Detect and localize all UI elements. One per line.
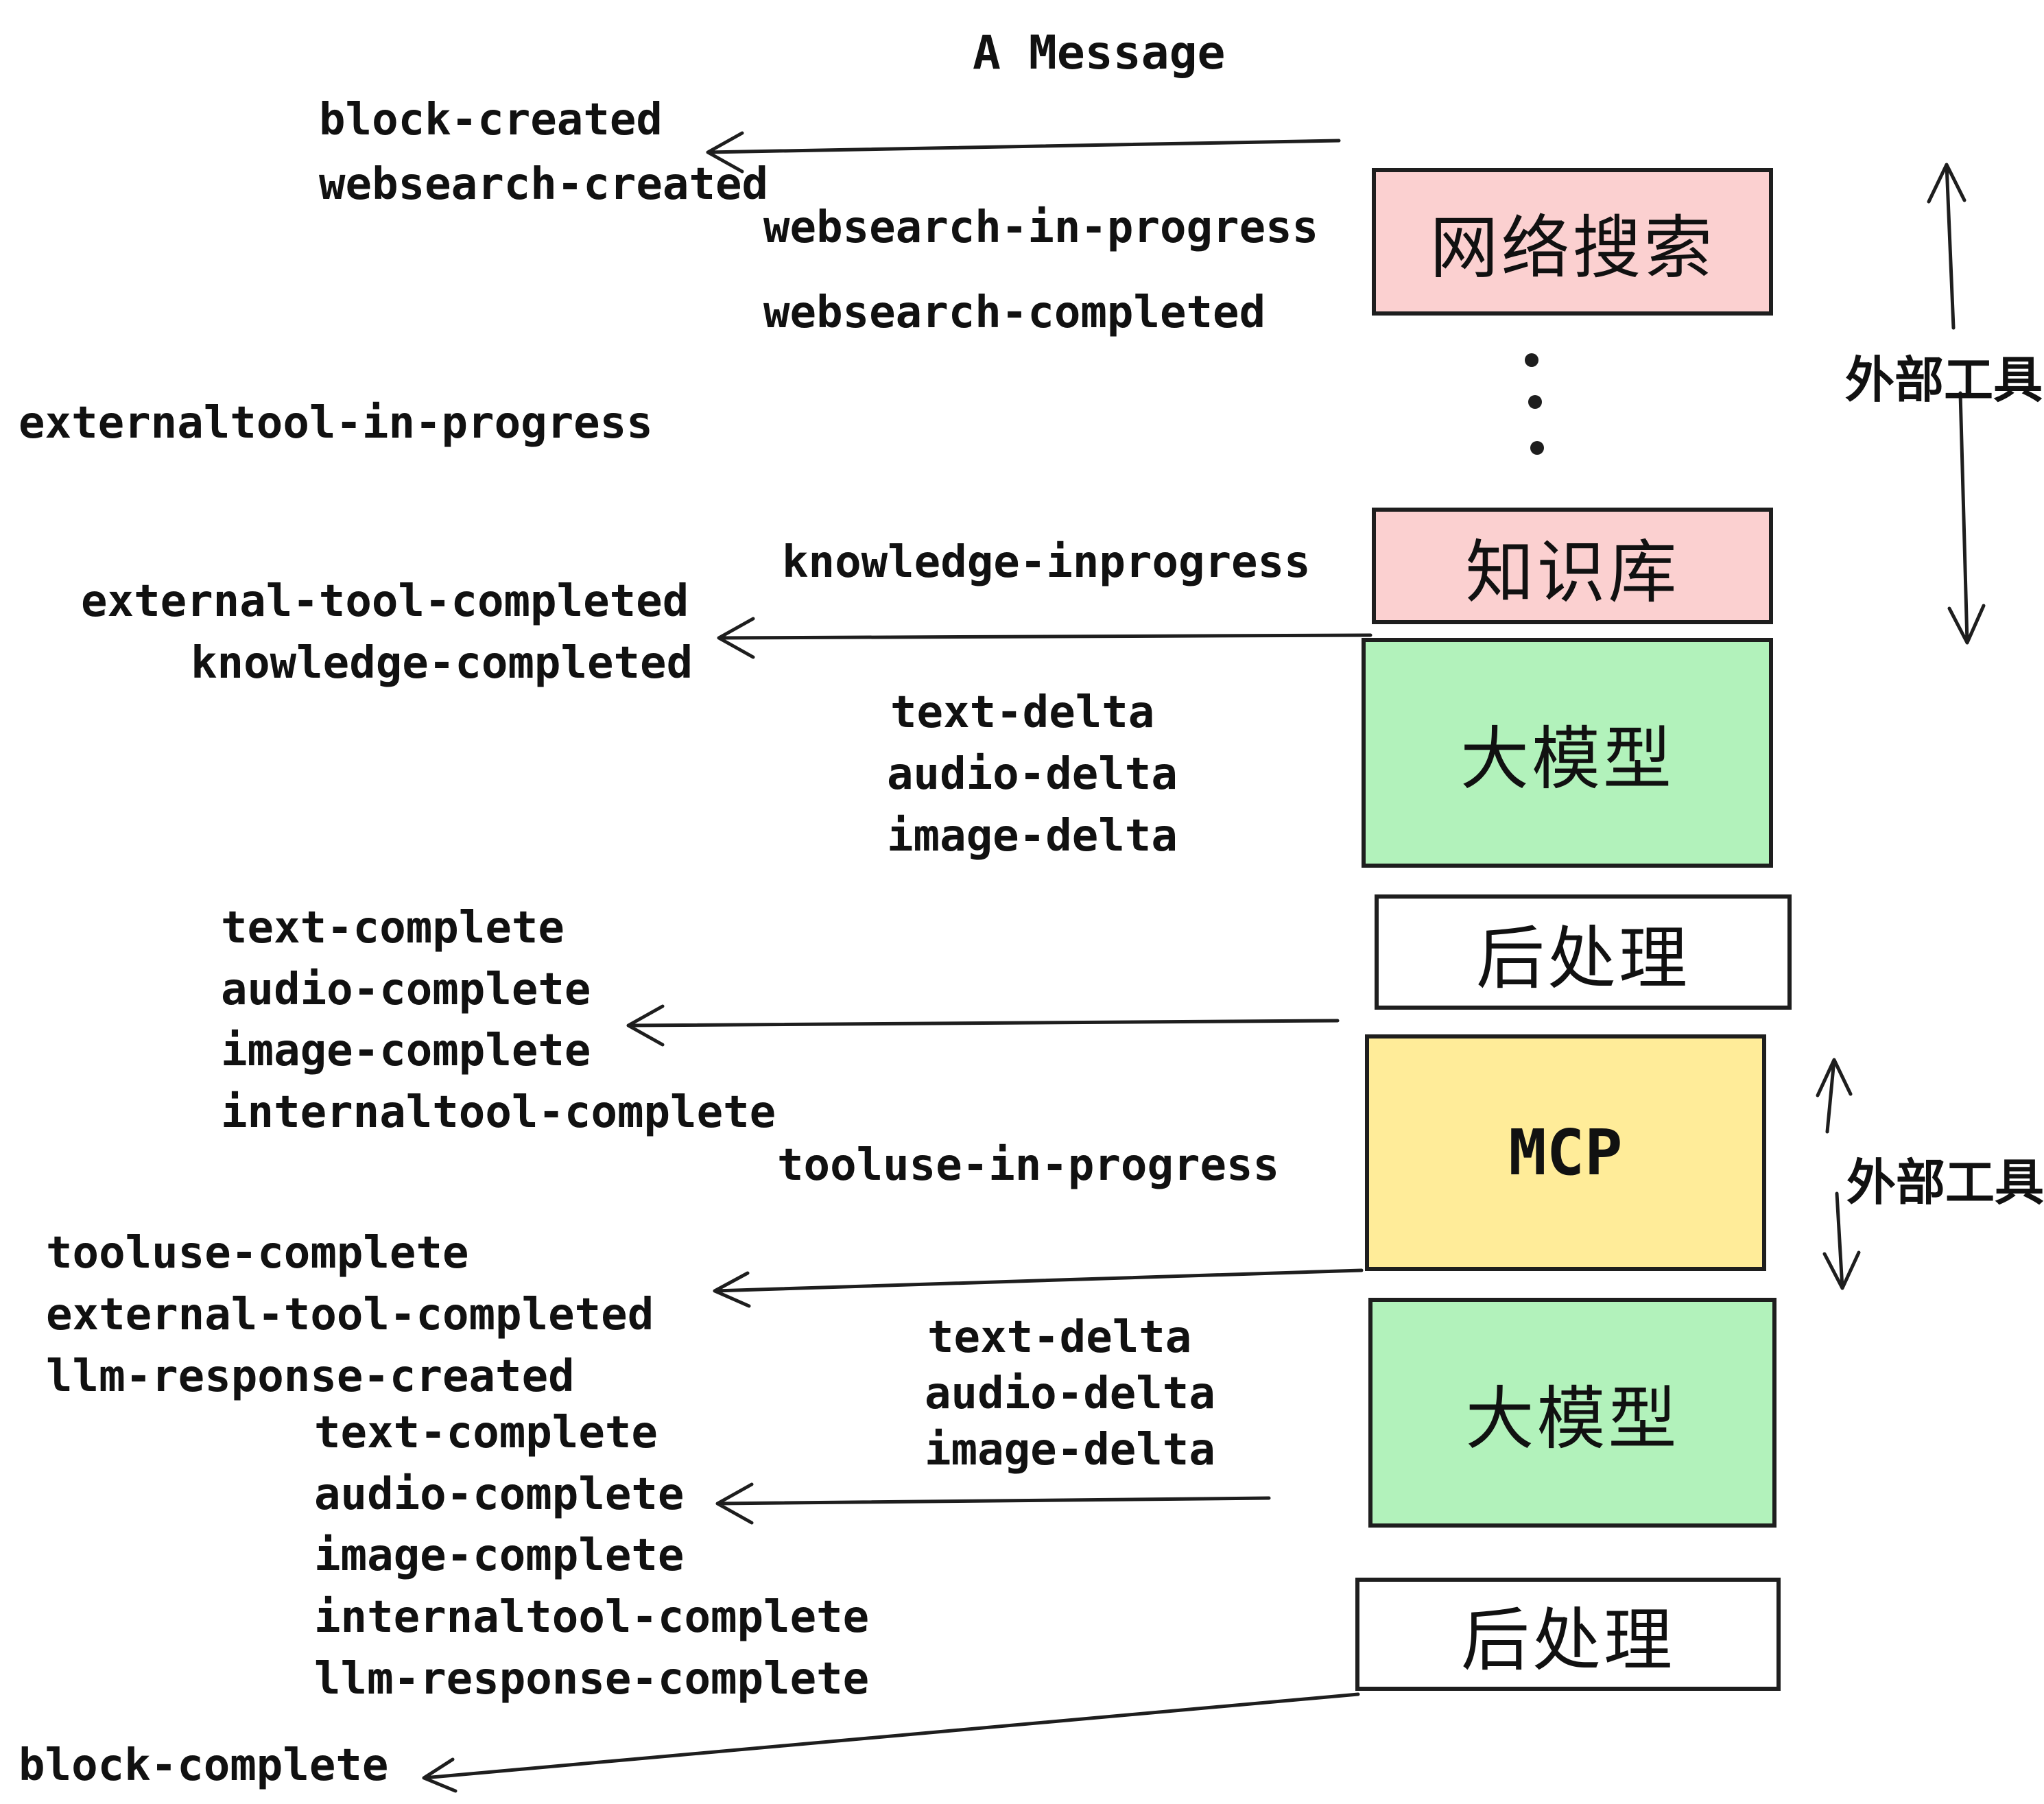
arrow-llm2-to-audio-complete xyxy=(715,1482,1271,1525)
event-knowledge-inprogress: knowledge-inprogress xyxy=(782,537,1311,588)
event-internaltool-complete-2: internaltool-complete xyxy=(314,1592,870,1643)
arrow-post2-to-block-complete xyxy=(422,1692,1360,1793)
arrow-external-tools-top-down xyxy=(1947,391,1986,645)
event-text-complete-1: text-complete xyxy=(221,903,565,953)
box-knowledge: 知识库 xyxy=(1372,508,1773,624)
event-tooluse-complete: tooluse-complete xyxy=(46,1228,469,1279)
event-tooluse-in-progress: tooluse-in-progress xyxy=(777,1140,1280,1191)
box-mcp: MCP xyxy=(1365,1034,1766,1271)
box-knowledge-label: 知识库 xyxy=(1465,532,1680,613)
box-postprocess-2-label: 后处理 xyxy=(1461,1600,1675,1681)
arrow-external-tools-top-up xyxy=(1927,163,1966,330)
event-websearch-in-progress: websearch-in-progress xyxy=(763,202,1319,253)
event-audio-delta-2: audio-delta xyxy=(925,1368,1215,1419)
event-block-complete: block-complete xyxy=(19,1740,389,1791)
box-llm-2: 大模型 xyxy=(1368,1298,1776,1528)
arrow-external-tools-mid-up xyxy=(1816,1058,1853,1134)
box-mcp-label: MCP xyxy=(1508,1116,1623,1189)
event-llm-response-complete: llm-response-complete xyxy=(314,1654,870,1705)
event-knowledge-completed: knowledge-completed xyxy=(191,638,693,689)
box-postprocess-1: 后处理 xyxy=(1375,894,1792,1010)
event-image-complete-1: image-complete xyxy=(221,1025,591,1076)
box-llm-1: 大模型 xyxy=(1362,638,1773,868)
arrow-mcp-to-tooluse-complete xyxy=(713,1268,1364,1308)
event-external-tool-completed-2: external-tool-completed xyxy=(46,1290,654,1340)
event-internaltool-complete-1: internaltool-complete xyxy=(221,1087,776,1138)
event-image-delta-2: image-delta xyxy=(925,1425,1215,1475)
event-llm-response-created: llm-response-created xyxy=(46,1351,575,1402)
label-external-tools-mid: 外部工具 xyxy=(1846,1154,2044,1211)
arrow-post1-to-image-complete xyxy=(626,1004,1340,1047)
event-block-created: block-created xyxy=(319,95,663,145)
event-text-delta-1: text-delta xyxy=(890,687,1155,738)
box-llm-1-label: 大模型 xyxy=(1460,719,1674,799)
event-text-complete-2: text-complete xyxy=(314,1408,658,1458)
box-postprocess-1-label: 后处理 xyxy=(1476,918,1690,999)
event-externaltool-in-progress: externaltool-in-progress xyxy=(19,398,653,449)
label-external-tools-top: 外部工具 xyxy=(1845,351,2043,409)
arrow-external-tools-mid-down xyxy=(1822,1191,1861,1290)
box-websearch-label: 网络搜索 xyxy=(1429,208,1715,288)
event-websearch-created: websearch-created xyxy=(319,159,769,210)
event-external-tool-completed-1: external-tool-completed xyxy=(81,576,689,627)
arrow-llm1-to-knowledge-completed xyxy=(717,617,1372,659)
event-audio-complete-1: audio-complete xyxy=(221,964,591,1015)
box-postprocess-2: 后处理 xyxy=(1355,1578,1781,1691)
event-audio-complete-2: audio-complete xyxy=(314,1469,685,1520)
event-websearch-completed: websearch-completed xyxy=(763,287,1266,338)
event-image-complete-2: image-complete xyxy=(314,1530,685,1581)
arrow-websearch-to-block-created xyxy=(706,131,1341,174)
box-llm-2-label: 大模型 xyxy=(1465,1379,1680,1459)
event-audio-delta-1: audio-delta xyxy=(887,749,1178,800)
event-image-delta-1: image-delta xyxy=(887,811,1178,862)
box-websearch: 网络搜索 xyxy=(1372,168,1773,316)
ellipsis-dots xyxy=(1525,353,1544,455)
diagram-title: A Message xyxy=(973,26,1226,80)
event-text-delta-2: text-delta xyxy=(927,1312,1192,1363)
